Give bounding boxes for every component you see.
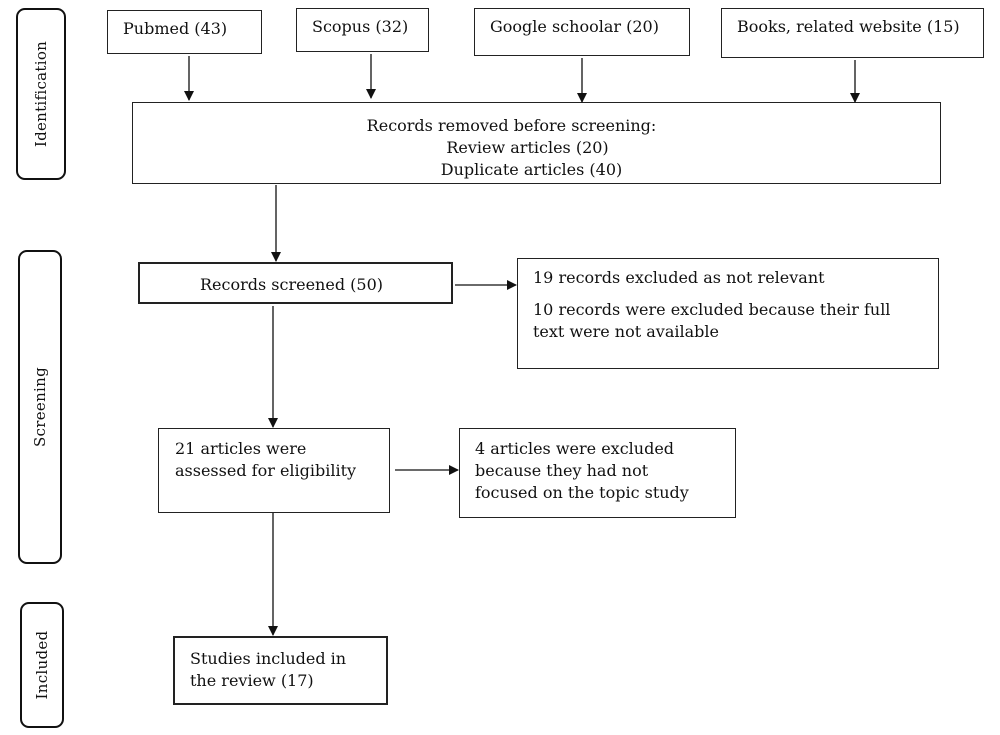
screening-excluded-box: 19 records excluded as not relevant 10 r… bbox=[517, 258, 939, 369]
records-screened-box: Records screened (50) bbox=[138, 262, 453, 304]
source-box-scopus: Scopus (32) bbox=[296, 8, 429, 52]
source-label-pubmed: Pubmed (43) bbox=[123, 19, 228, 38]
source-box-pubmed: Pubmed (43) bbox=[107, 10, 262, 54]
eligibility-excluded-line-3: focused on the topic study bbox=[475, 483, 689, 502]
source-box-books: Books, related website (15) bbox=[721, 8, 984, 58]
records-removed-heading: Records removed before screening: bbox=[366, 116, 657, 135]
studies-included-line-2: the review (17) bbox=[190, 671, 314, 690]
studies-included-box: Studies included in the review (17) bbox=[173, 636, 388, 705]
source-label-google-scholar: Google schoolar (20) bbox=[490, 17, 659, 36]
stage-identification: Identification bbox=[16, 8, 66, 180]
eligibility-line-1: 21 articles were bbox=[175, 439, 307, 458]
source-box-google-scholar: Google schoolar (20) bbox=[474, 8, 690, 56]
records-screened-label: Records screened (50) bbox=[200, 275, 383, 294]
eligibility-box: 21 articles were assessed for eligibilit… bbox=[158, 428, 390, 513]
eligibility-excluded-box: 4 articles were excluded because they ha… bbox=[459, 428, 736, 518]
screening-excluded-no-fulltext-1: 10 records were excluded because their f… bbox=[533, 300, 891, 319]
eligibility-excluded-line-1: 4 articles were excluded bbox=[475, 439, 675, 458]
screening-excluded-no-fulltext-2: text were not available bbox=[533, 322, 719, 341]
studies-included-line-1: Studies included in bbox=[190, 649, 347, 668]
eligibility-line-2: assessed for eligibility bbox=[175, 461, 357, 480]
records-removed-duplicate: Duplicate articles (40) bbox=[440, 160, 623, 179]
records-removed-review: Review articles (20) bbox=[446, 138, 609, 157]
stage-included: Included bbox=[20, 602, 64, 728]
records-removed-box: Records removed before screening: Review… bbox=[132, 102, 941, 184]
stage-screening: Screening bbox=[18, 250, 62, 564]
screening-excluded-not-relevant: 19 records excluded as not relevant bbox=[533, 268, 825, 287]
source-label-books: Books, related website (15) bbox=[737, 17, 960, 36]
source-label-scopus: Scopus (32) bbox=[312, 17, 409, 36]
eligibility-excluded-line-2: because they had not bbox=[475, 461, 649, 480]
